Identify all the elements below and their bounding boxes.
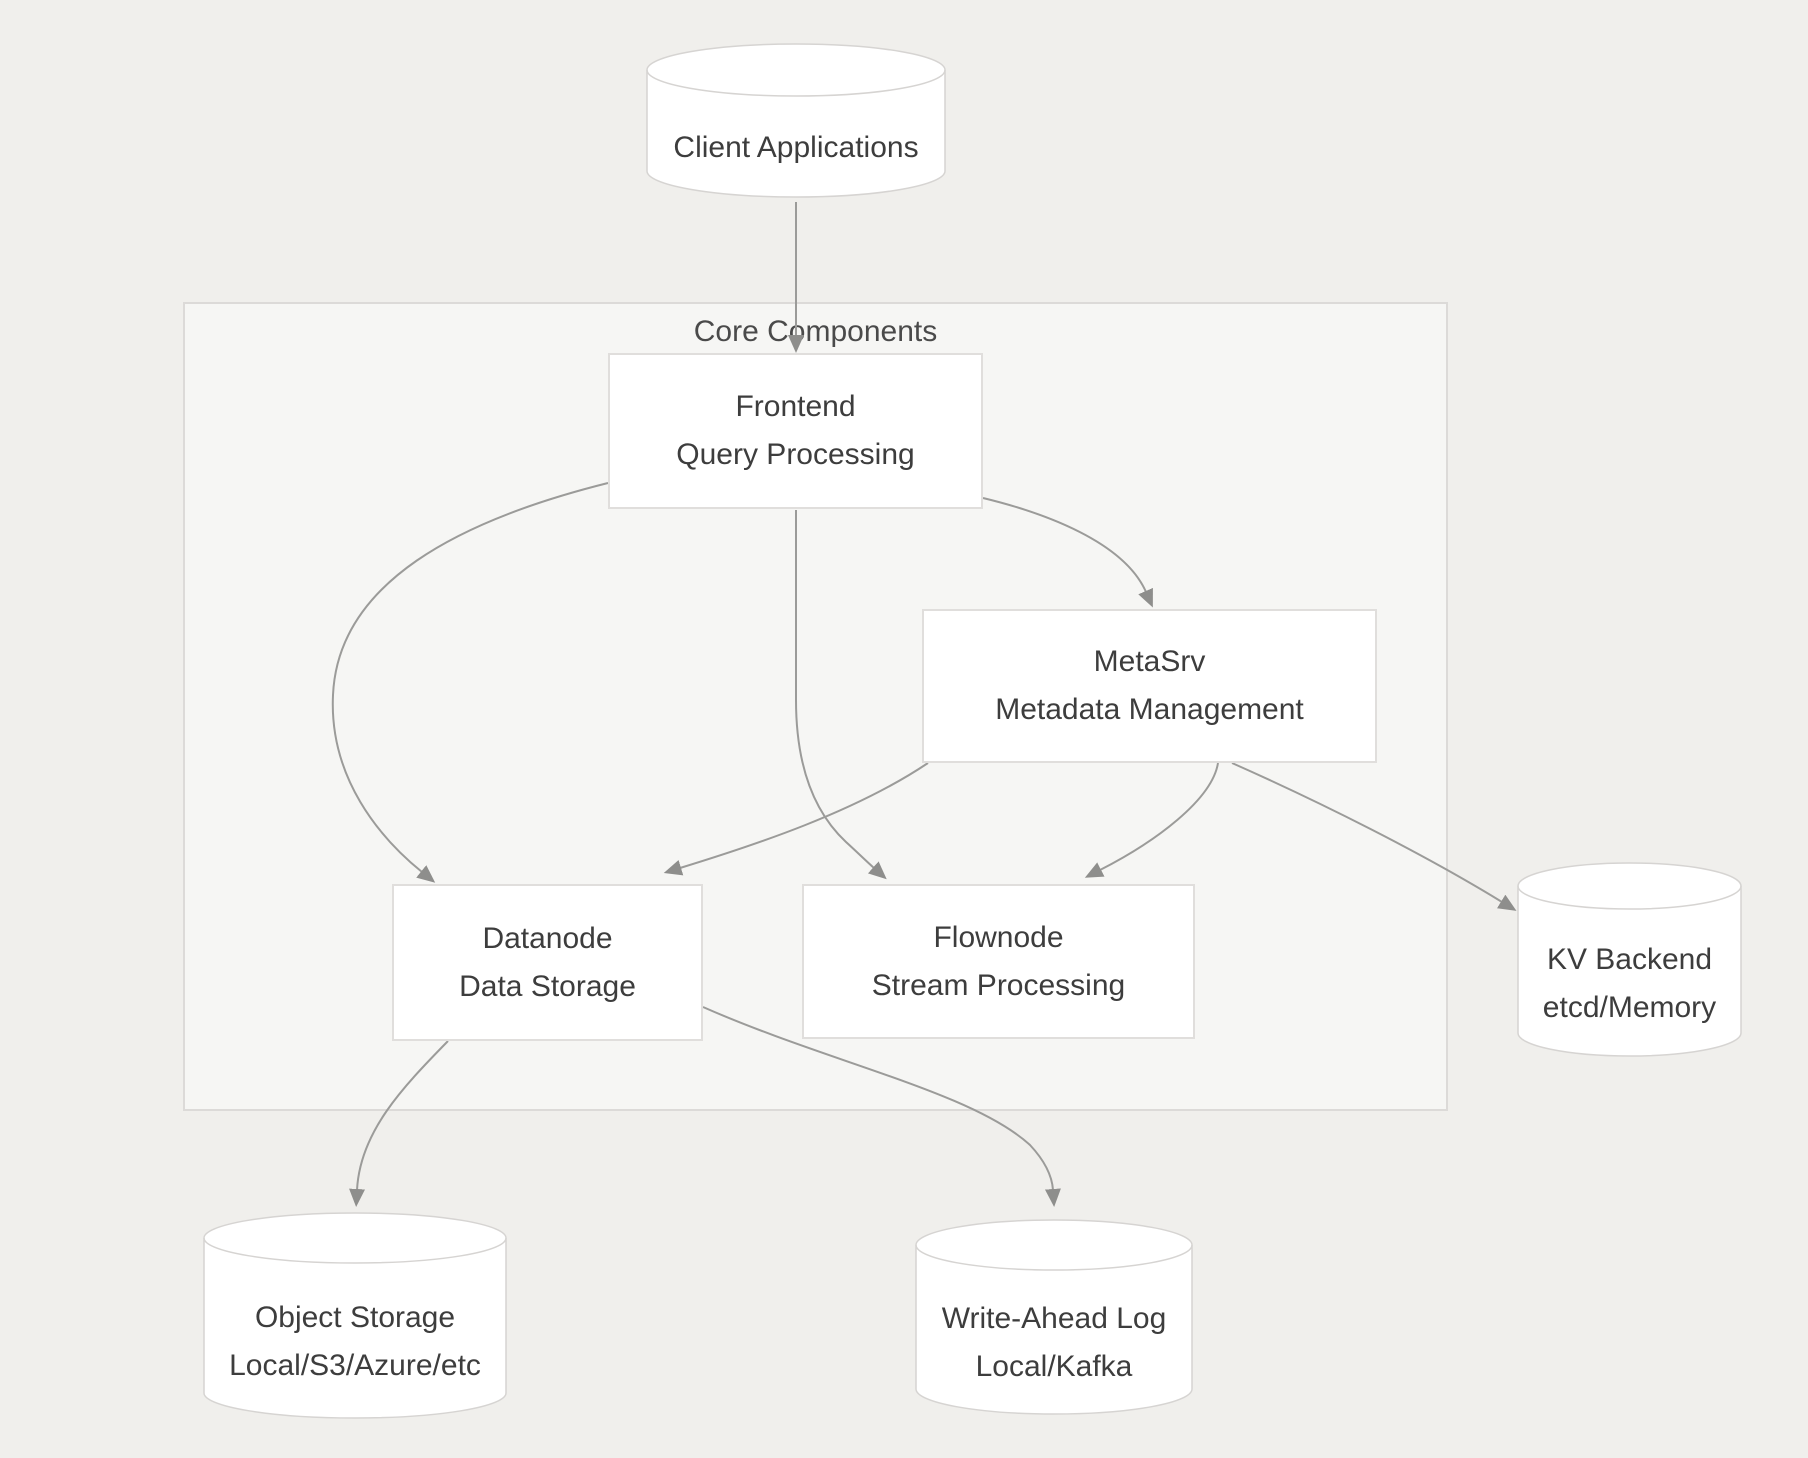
node-label: Write-Ahead Log (941, 1302, 1167, 1335)
node-sublabel: Metadata Management (995, 693, 1304, 726)
cylinder-shape (915, 1219, 1193, 1415)
node-sublabel: Data Storage (459, 969, 636, 1003)
node-sublabel: Local/S3/Azure/etc (229, 1348, 481, 1382)
node-label: Client Applications (673, 130, 919, 164)
node-label: Flownode (933, 920, 1064, 954)
node-label: Object Storage (254, 1300, 456, 1334)
node-frontend: Frontend Query Processing (608, 353, 983, 509)
node-label: Frontend (735, 390, 856, 423)
node-sublabel: Local/Kafka (975, 1350, 1133, 1383)
node-kv-backend: KV Backend etcd/Memory (1517, 862, 1742, 1057)
node-client-applications: Client Applications (646, 43, 946, 198)
cylinder-shape (646, 43, 946, 198)
cylinder-shape (203, 1212, 507, 1419)
node-flownode: Flownode Stream Processing (802, 884, 1195, 1039)
node-datanode: Datanode Data Storage (392, 884, 703, 1041)
node-metasrv: MetaSrv Metadata Management (922, 609, 1377, 763)
node-label: Datanode (482, 921, 613, 955)
node-object-storage: Object Storage Local/S3/Azure/etc (203, 1212, 507, 1419)
node-sublabel: Query Processing (676, 438, 915, 471)
node-label: KV Backend (1546, 942, 1713, 976)
node-sublabel: Stream Processing (871, 968, 1126, 1002)
core-components-label: Core Components (693, 315, 938, 348)
node-label: MetaSrv (1093, 645, 1206, 678)
node-write-ahead-log: Write-Ahead Log Local/Kafka (915, 1219, 1193, 1415)
node-sublabel: etcd/Memory (1542, 990, 1717, 1024)
cylinder-shape (1517, 862, 1742, 1057)
